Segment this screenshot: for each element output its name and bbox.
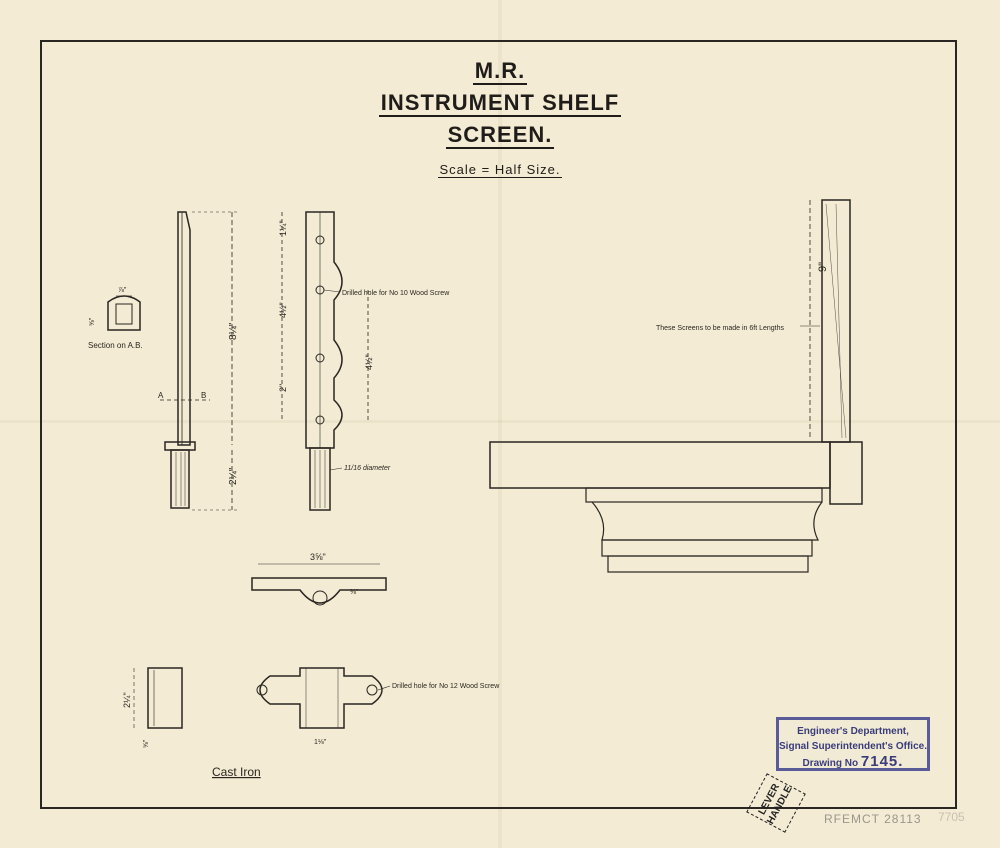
cast-iron-plate: Drilled hole for No 12 Wood Screw 1⅛" [256, 667, 500, 746]
title-line-1: M.R. [400, 58, 600, 85]
engineers-department-stamp: Engineer's Department, Signal Superinten… [776, 717, 930, 771]
dim-small-width: ⅝" [143, 739, 150, 748]
dim-bracket-height: ⅜" [350, 589, 359, 596]
dim-mid-spacing: 4½" [278, 302, 288, 318]
stamp-drawing-number: 7145. [860, 753, 904, 770]
stamp-line-1: Engineer's Department, [797, 726, 909, 737]
scale-note-text: Scale = Half Size. [437, 162, 563, 178]
section-ab: ⅞" ⅝" Section on A.B. [88, 287, 143, 350]
title-line-2: INSTRUMENT SHELF [300, 90, 700, 117]
note-drilled-hole-12: Drilled hole for No 12 Wood Screw [392, 683, 500, 690]
note-screen-lengths: These Screens to be made in 6ft Lengths [656, 325, 785, 332]
dim-section-height: ⅝" [89, 317, 96, 326]
title-line-3: SCREEN. [350, 122, 650, 149]
dim-top-spacing: 1¼" [278, 220, 288, 236]
front-elevation: 1¼" 4½" 2" 4½" Drilled hole for No 10 Wo… [278, 211, 450, 511]
dim-small-height: 2¼" [122, 692, 132, 708]
label-b: B [201, 391, 206, 400]
stamp-line-3: Drawing No 7145. [779, 754, 927, 771]
title-line-3-text: SCREEN. [445, 122, 555, 149]
fold-line-horizontal [0, 420, 1000, 423]
section-ab-label: Section on A.B. [88, 341, 143, 350]
bracket-plan: 3⅝" ⅜" [251, 552, 387, 606]
dim-bracket-length: 3⅝" [310, 552, 326, 562]
dim-right-spacing: 4½" [364, 354, 374, 370]
archive-reference-faint: 7705 [938, 810, 965, 824]
title-line-2-text: INSTRUMENT SHELF [378, 90, 622, 117]
dim-plate-width: 1⅛" [314, 739, 327, 746]
dim-lower-spacing: 2" [278, 384, 288, 392]
scale-note: Scale = Half Size. [380, 162, 620, 178]
shelf-assembly: 9" These Screens to be made in 6ft Lengt… [489, 199, 863, 573]
cast-block-side: 2¼" ⅝" [122, 667, 183, 748]
dim-overall-height: 8¼" [227, 322, 239, 340]
stamp-drawing-label: Drawing No [802, 758, 859, 769]
side-elevation: A B 8¼" 2¼" [158, 211, 240, 511]
title-line-1-text: M.R. [472, 58, 528, 85]
label-a: A [158, 391, 164, 400]
sheet-border [40, 40, 957, 809]
dim-screen-height: 9" [817, 262, 829, 272]
stamp-line-2: Signal Superintendent's Office. [779, 741, 927, 752]
fold-line-vertical [498, 0, 502, 848]
note-diameter: 11/16 diameter [344, 465, 391, 472]
dim-bottom-length: 2¼" [227, 467, 239, 485]
archive-reference: RFEMCT 28113 [824, 812, 922, 826]
cast-iron-label: Cast Iron [212, 765, 261, 779]
note-drilled-hole-10: Drilled hole for No 10 Wood Screw [342, 290, 450, 297]
dim-section-width: ⅞" [118, 287, 127, 294]
